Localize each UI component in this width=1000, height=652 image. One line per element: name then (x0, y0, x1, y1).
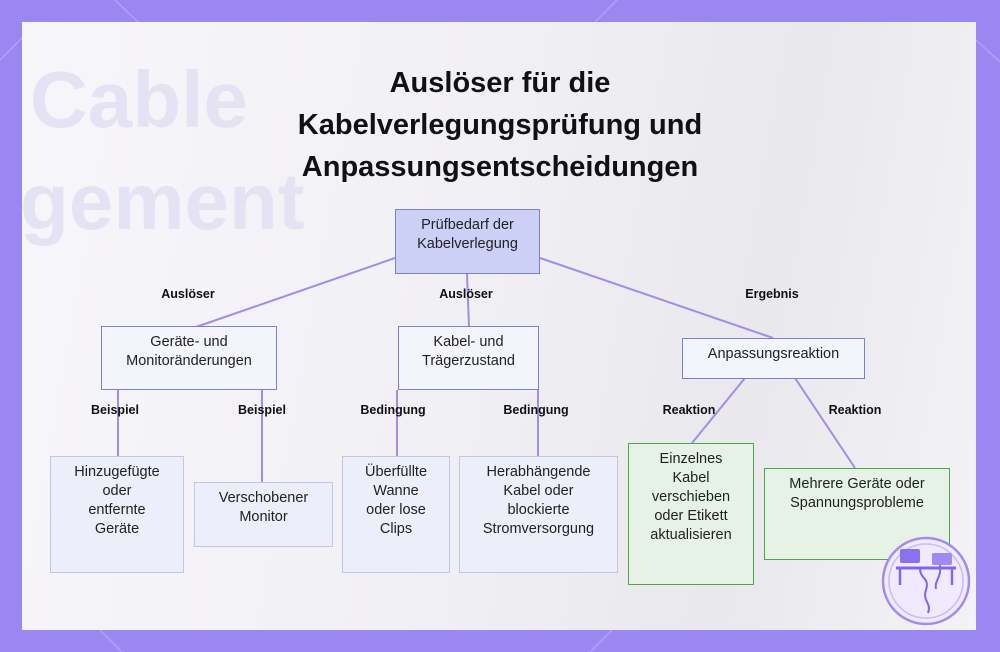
node-herabhaengende-kabel: Herabhängende Kabel oder blockierte Stro… (459, 456, 618, 573)
edge-label-ergebnis: Ergebnis (745, 287, 799, 301)
node-anpassung-label: Anpassungsreaktion (707, 346, 840, 362)
node-pruefbedarf-label: Prüfbedarf der Kabelverlegung (417, 217, 518, 252)
node-verschobener-label: Verschobener Monitor (218, 490, 309, 525)
edge-root-cable-state (466, 273, 470, 328)
edge-label-bedingung-2: Bedingung (503, 403, 569, 417)
node-herabhaengende-label: Herabhängende Kabel oder blockierte Stro… (482, 464, 595, 537)
node-pruefbedarf: Prüfbedarf der Kabelverlegung (395, 209, 540, 274)
node-geraete-monitoraenderungen: Geräte- und Monitoränderungen (101, 326, 277, 390)
background-word-cable: Cable (30, 55, 248, 144)
node-kabel-label: Kabel- und Trägerzustand (422, 334, 515, 369)
edge-label-reaktion-2: Reaktion (828, 403, 882, 417)
node-ueberfuellte-label: Überfüllte Wanne oder lose Clips (364, 464, 428, 537)
title-line-3: Anpassungsentscheidungen (301, 151, 699, 183)
node-hinzugefuegte-geraete: Hinzugefügte oder entfernte Geräte (50, 456, 184, 573)
node-verschobener-monitor: Verschobener Monitor (194, 482, 333, 547)
node-hinzugefuegte-label: Hinzugefügte oder entfernte Geräte (74, 464, 160, 537)
title-line-2: Kabelverlegungsprüfung und (297, 109, 703, 141)
edge-response-single (691, 377, 746, 444)
edge-root-response (539, 257, 774, 339)
diagram-title: Auslöser für die Kabelverlegungsprüfung … (0, 62, 1000, 188)
edge-response-multi (794, 377, 856, 469)
edge-label-bedingung-1: Bedingung (360, 403, 426, 417)
edge-root-devices (195, 257, 396, 328)
node-einzelnes-label: Einzelnes Kabel verschieben oder Etikett… (650, 451, 732, 543)
node-anpassungsreaktion: Anpassungsreaktion (682, 338, 865, 379)
node-mehrere-label: Mehrere Geräte oder Spannungsprobleme (789, 476, 925, 511)
desk-workstation-logo-icon (881, 536, 971, 626)
node-geraete-label: Geräte- und Monitoränderungen (126, 334, 252, 369)
node-einzelnes-kabel: Einzelnes Kabel verschieben oder Etikett… (628, 443, 754, 585)
background-word-gement: gement (22, 157, 305, 246)
edge-label-beispiel-2: Beispiel (238, 403, 286, 417)
node-mehrere-geraete: Mehrere Geräte oder Spannungsprobleme (764, 468, 950, 560)
edge-label-ausloeser-1: Auslöser (161, 287, 215, 301)
node-ueberfuellte-wanne: Überfüllte Wanne oder lose Clips (342, 456, 450, 573)
edge-label-ausloeser-2: Auslöser (439, 287, 493, 301)
node-kabel-traegerzustand: Kabel- und Trägerzustand (398, 326, 539, 390)
edge-label-beispiel-1: Beispiel (91, 403, 139, 417)
edge-label-reaktion-1: Reaktion (662, 403, 716, 417)
title-line-1: Auslöser für die (389, 67, 611, 99)
